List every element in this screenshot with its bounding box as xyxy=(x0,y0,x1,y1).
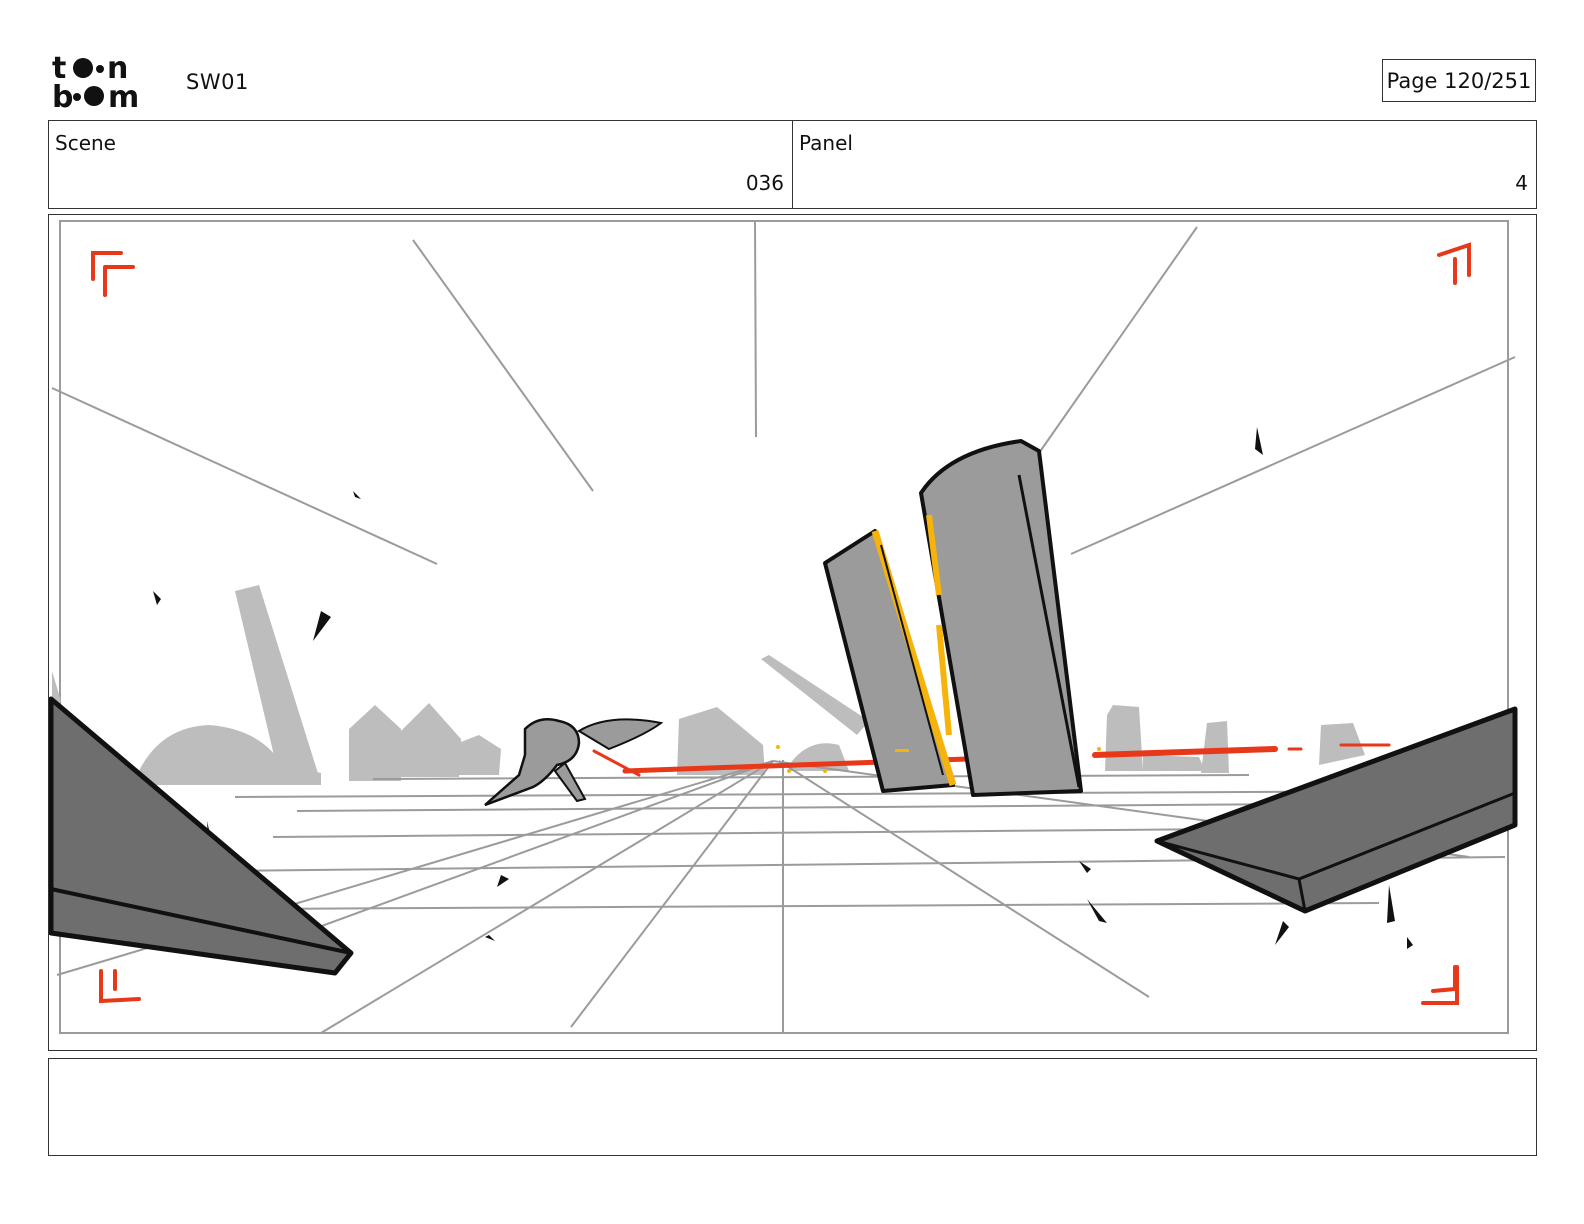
speed-lines xyxy=(51,220,1516,565)
scene-value: 036 xyxy=(745,171,784,195)
background-ruins xyxy=(52,585,1365,785)
scene-panel-info: Scene 036 Panel 4 xyxy=(48,120,1537,209)
panel-cell: Panel 4 xyxy=(792,121,1536,208)
svg-text:b: b xyxy=(52,80,73,112)
svg-text:t: t xyxy=(52,52,66,86)
svg-text:m: m xyxy=(108,80,139,112)
page-number: Page 120/251 xyxy=(1382,59,1536,102)
foreground-slab-right xyxy=(1154,706,1518,914)
panel-label: Panel xyxy=(799,131,853,155)
corner-markers xyxy=(91,242,1471,1005)
sparks xyxy=(776,745,1101,773)
pillar-left xyxy=(823,529,957,793)
debris xyxy=(153,427,1413,949)
notes-area xyxy=(48,1058,1537,1156)
foreground-slab-left xyxy=(49,696,354,976)
scene-cell: Scene 036 xyxy=(49,121,792,208)
toonboom-logo: t n b m xyxy=(52,52,139,112)
scene-label: Scene xyxy=(55,131,116,155)
storyboard-panel xyxy=(48,214,1537,1051)
running-character xyxy=(484,718,664,807)
project-name: SW01 xyxy=(186,70,249,94)
panel-drawing xyxy=(49,220,1518,1034)
panel-value: 4 xyxy=(1515,171,1528,195)
svg-text:n: n xyxy=(107,52,128,86)
pillar-right xyxy=(919,439,1083,797)
